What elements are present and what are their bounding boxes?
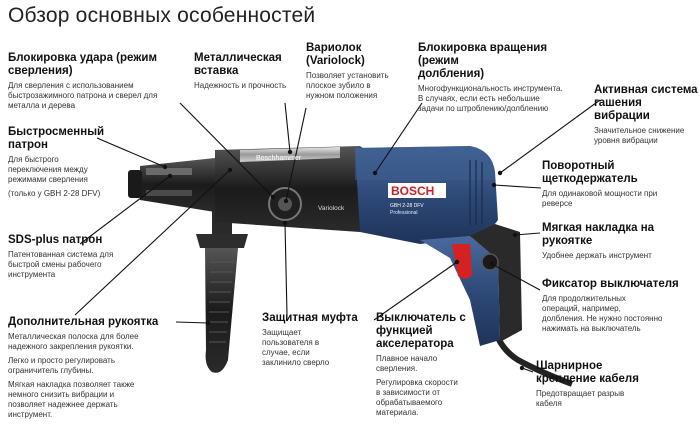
callout-soft-grip: Мягкая накладка на рукоятке Удобнее держ… bbox=[542, 222, 692, 261]
callout-desc: Защищает пользователя в случае, если зак… bbox=[262, 328, 330, 367]
professional-label: Professional bbox=[390, 210, 418, 216]
callout-title: Шарнирное крепление кабеля bbox=[536, 360, 639, 385]
callout-desc: Многофункциональность инструмента. В слу… bbox=[418, 84, 563, 113]
callout-switch-lock: Фиксатор выключателя Для продолжительных… bbox=[542, 278, 698, 334]
callout-desc: Для одинаковой мощности при реверсе bbox=[542, 189, 658, 208]
callout-title: Защитная муфта bbox=[262, 312, 358, 324]
callout-desc: Металлическая полоска для более надежног… bbox=[8, 332, 139, 351]
callout-trigger: Выключатель с функцией акселератора Плав… bbox=[376, 312, 506, 418]
chuck bbox=[128, 158, 215, 212]
trigger-switch bbox=[452, 244, 472, 279]
callout-desc: Для сверления с использованием быстрозаж… bbox=[8, 81, 158, 110]
power-cable bbox=[495, 336, 574, 387]
rear-handle bbox=[420, 224, 522, 346]
callout-title: Быстросменный патрон bbox=[8, 126, 105, 151]
callout-impact-lock: Блокировка удара (режим сверления) Для с… bbox=[8, 52, 188, 111]
callout-title: SDS-plus патрон bbox=[8, 234, 103, 246]
callout-aux-handle: Дополнительная рукоятка Металлическая по… bbox=[8, 316, 183, 420]
model-label: GBH 2-28 DFV bbox=[390, 203, 424, 209]
variolock-dial-label: Variolock bbox=[318, 205, 345, 212]
pointer-dots bbox=[162, 149, 525, 371]
callout-desc: Патентованная система для быстрой смены … bbox=[8, 250, 114, 279]
callout-sds-plus: SDS-plus патрон Патентованная система дл… bbox=[8, 234, 158, 280]
callout-desc: Мягкая накладка позволяет также немного … bbox=[8, 380, 135, 419]
callout-title: Металлическая вставка bbox=[194, 52, 282, 77]
logo-plate bbox=[388, 183, 446, 198]
callout-brush-holder: Поворотный щеткодержатель Для одинаковой… bbox=[542, 160, 692, 209]
callout-desc: Надежность и прочность bbox=[194, 81, 287, 90]
callout-desc: Для быстрого переключения между режимами… bbox=[8, 155, 88, 184]
callout-title: Активная система гашения вибрации bbox=[594, 84, 698, 122]
callout-rotation-lock: Блокировка вращения (режим долбления) Мн… bbox=[418, 42, 588, 114]
callout-title: Блокировка удара (режим сверления) bbox=[8, 52, 157, 77]
callout-desc: Удобнее держать инструмент bbox=[542, 251, 652, 260]
callout-desc: Позволяет установить плоское зубило в ну… bbox=[306, 71, 389, 100]
callout-title: Мягкая накладка на рукоятке bbox=[542, 222, 655, 247]
callout-desc: Значительное снижение уровня вибрации bbox=[594, 126, 685, 145]
callout-note: (только у GBH 2-28 DFV) bbox=[8, 189, 101, 198]
callout-quick-chuck: Быстросменный патрон Для быстрого перекл… bbox=[8, 126, 138, 199]
callout-desc: Для продолжительных операций, например, … bbox=[542, 294, 663, 333]
callout-title: Дополнительная рукоятка bbox=[8, 316, 159, 328]
callout-vibration: Активная система гашения вибрации Значит… bbox=[594, 84, 698, 146]
page-title: Обзор основных особенностей bbox=[8, 4, 316, 27]
callout-desc: Легко и просто регулировать ограничитель… bbox=[8, 356, 115, 375]
callout-desc: Плавное начало сверления. bbox=[376, 354, 438, 373]
callout-metal-insert: Металлическая вставка Надежность и прочн… bbox=[194, 52, 304, 91]
bosch-logo: BOSCH bbox=[391, 184, 434, 198]
callout-variolock: Вариолок (Variolock) Позволяет установит… bbox=[306, 42, 416, 101]
callout-title: Вариолок (Variolock) bbox=[306, 42, 365, 67]
top-brand-label: Boschhammer bbox=[256, 155, 302, 162]
callout-desc: Предотвращает разрыв кабеля bbox=[536, 389, 625, 408]
callout-title: Блокировка вращения (режим долбления) bbox=[418, 42, 548, 80]
callout-title: Фиксатор выключателя bbox=[542, 278, 679, 290]
callout-cable: Шарнирное крепление кабеля Предотвращает… bbox=[536, 360, 686, 409]
gear-housing bbox=[215, 146, 385, 232]
pointer-lines bbox=[74, 99, 601, 373]
callout-title: Поворотный щеткодержатель bbox=[542, 160, 638, 185]
callout-desc: Регулировка скорости в зависимости от об… bbox=[376, 378, 458, 417]
callout-title: Выключатель с функцией акселератора bbox=[376, 312, 466, 350]
callout-clutch: Защитная муфта Защищает пользователя в с… bbox=[262, 312, 372, 368]
